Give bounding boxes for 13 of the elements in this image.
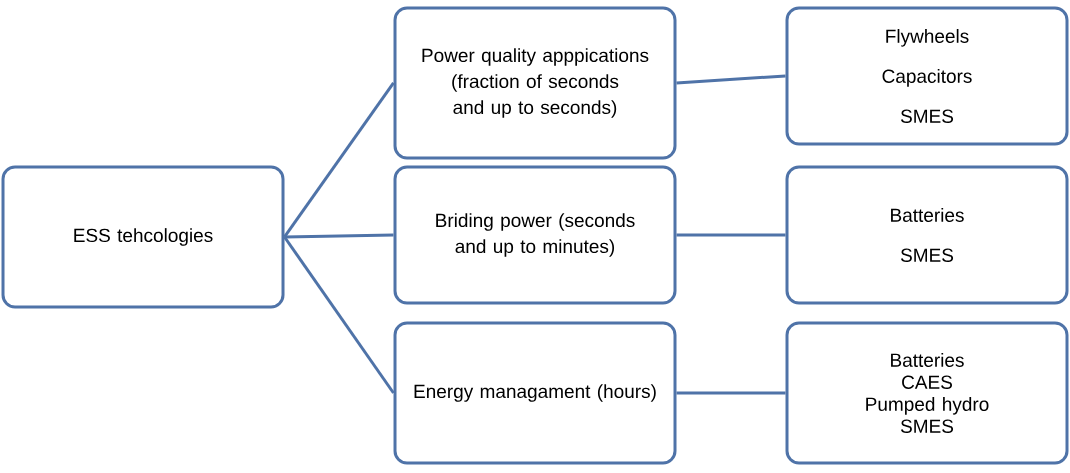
connector-line [676,391,786,395]
connector-line [676,233,786,237]
connector-line [284,233,394,239]
text-box: Power quality apppications (fraction of seconds and up to seconds) [393,6,677,160]
text-box: ESS tehcologies [1,165,285,309]
text-box: Batteries CAES Pumped hydro SMES [785,321,1069,465]
text-box: Energy managament (hours) [393,321,677,465]
connector-line [676,74,786,85]
text-box: Flywheels Capacitors SMES [785,6,1069,146]
connector-line [283,236,395,394]
text-box: Briding power (seconds and up to minutes) [393,165,677,305]
connector-line [283,82,395,238]
text-box: Batteries SMES [785,165,1069,305]
